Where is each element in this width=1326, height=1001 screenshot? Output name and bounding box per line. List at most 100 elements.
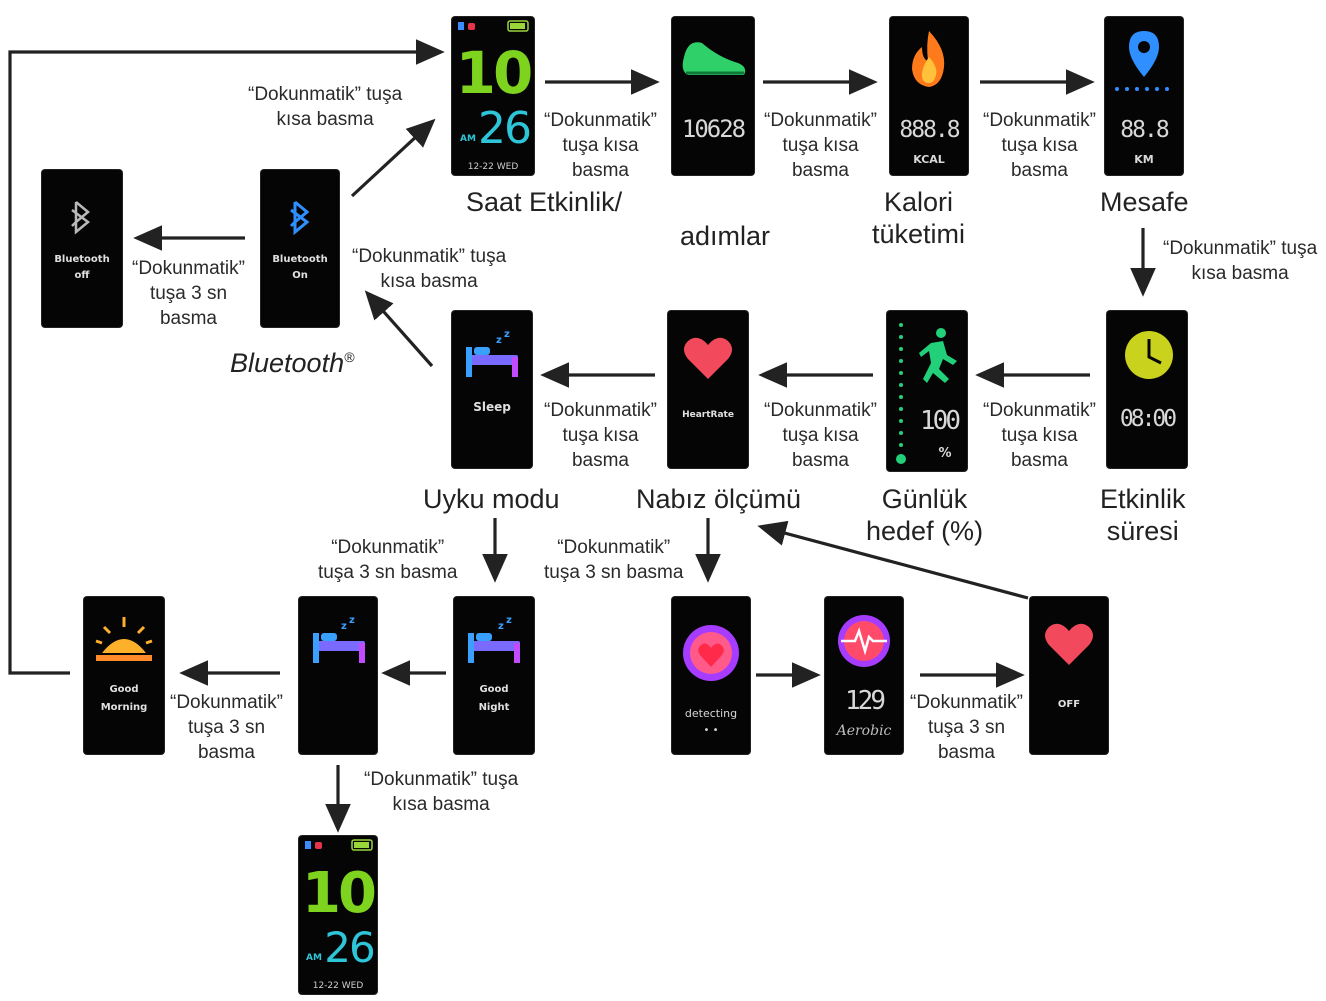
caption-line: kısa basma	[380, 271, 478, 292]
progress-dots	[896, 323, 906, 464]
goal-unit: %	[938, 446, 951, 461]
caption-heart-to-detecting: “Dokunmatik” tuşa 3 sn basma	[544, 535, 683, 585]
caption-line: “Dokunmatik”	[764, 110, 877, 131]
caption-activity-to-goal: “Dokunmatik” tuşa kısa basma	[983, 398, 1096, 473]
caption-sleep-to-goodnight: “Dokunmatik” tuşa 3 sn basma	[318, 535, 457, 585]
screen-good-night: z z Good Night	[454, 597, 534, 754]
screen-detecting: detecting • •	[672, 597, 750, 754]
caption-line: “Dokunmatik”	[544, 400, 657, 421]
screen-goal: 100 %	[887, 311, 967, 471]
caption-bt-to-clock: “Dokunmatik” tuşa kısa basma	[248, 82, 402, 132]
clock-minute: 26	[478, 103, 530, 154]
caption-line: tuşa 3 sn	[187, 717, 266, 738]
clock-ampm: AM	[306, 953, 322, 963]
screen-aerobic: 129 Aerobic	[825, 597, 903, 754]
bluetooth-status-icon	[305, 841, 311, 849]
svg-text:z: z	[498, 621, 504, 632]
caption-aerobic-to-off: “Dokunmatik” tuşa 3 sn basma	[910, 690, 1023, 765]
caption-distance-to-activity: “Dokunmatik” tuşa kısa basma	[1163, 236, 1317, 286]
label-bluetooth-text: Bluetooth	[230, 348, 345, 378]
heart-pulse-icon	[838, 615, 890, 667]
caption-line: “Dokunmatik”	[983, 400, 1096, 421]
bt-off-line2: off	[75, 270, 91, 281]
screen-bluetooth-off: Bluetooth off	[42, 170, 122, 327]
caption-line: “Dokunmatik”	[557, 537, 671, 558]
caption-line: tuşa kısa	[1001, 135, 1078, 156]
caption-line: “Dokunmatik”	[170, 692, 283, 713]
goal-value: 100	[920, 406, 959, 436]
steps-value: 10628	[682, 115, 745, 143]
detecting-text: detecting	[685, 707, 737, 720]
bed-icon: z z	[466, 329, 518, 377]
calorie-unit: KCAL	[913, 153, 945, 166]
label-sleep: Uyku modu	[423, 484, 560, 514]
caption-line: basma	[791, 450, 849, 471]
caption-goal-to-heart: “Dokunmatik” tuşa kısa basma	[764, 398, 877, 473]
caption-line: tuşa 3 sn basma	[318, 562, 458, 583]
heart-status-icon	[468, 23, 475, 30]
screen-activity: 08:00	[1107, 311, 1187, 468]
bluetooth-icon	[289, 200, 310, 236]
caption-line: “Dokunmatik”	[910, 692, 1023, 713]
caption-line: tuşa 3 sn basma	[544, 562, 684, 583]
caption-line: tuşa kısa	[562, 425, 639, 446]
bt-on-line2: On	[292, 270, 308, 281]
clock-face: 10 AM 26 12-22 WED	[302, 839, 377, 991]
caption-line: basma	[571, 160, 629, 181]
arrow-off-to-heart	[757, 520, 1029, 600]
screen-clock-return: 10 AM 26 12-22 WED	[299, 836, 377, 994]
screen-clock: 10 AM 26 12-22 WED	[452, 17, 534, 175]
aerobic-text: Aerobic	[835, 723, 892, 739]
caption-line: kısa basma	[276, 109, 374, 130]
label-heart: Nabız ölçümü	[636, 484, 802, 514]
arrow-bt-to-clock	[350, 118, 436, 198]
caption-line: kısa basma	[1191, 263, 1289, 284]
label-distance: Mesafe	[1100, 187, 1189, 217]
caption-line: basma	[1010, 450, 1068, 471]
bluetooth-status-icon	[458, 22, 464, 30]
screen-steps: 10628	[672, 17, 754, 175]
screen-distance: 88.8 KM	[1105, 17, 1183, 175]
svg-text:z: z	[504, 329, 510, 340]
heart-icon	[684, 337, 732, 379]
flame-icon	[912, 31, 945, 87]
caption-line: basma	[197, 742, 255, 763]
caption-line: tuşa 3 sn	[927, 717, 1006, 738]
clock-date: 12-22 WED	[313, 981, 364, 991]
heart-icon	[1045, 623, 1093, 665]
arrow-goodmorning-loop-to-clock	[8, 39, 445, 675]
good-morning-line2: Morning	[101, 702, 148, 713]
bt-off-line1: Bluetooth	[54, 254, 109, 265]
caption-line: kısa basma	[392, 794, 490, 815]
bluetooth-icon	[71, 201, 91, 235]
caption-line: “Dokunmatik” tuşa	[364, 769, 519, 790]
caption-line: “Dokunmatik”	[983, 110, 1096, 131]
caption-calorie-to-distance: “Dokunmatik” tuşa kısa basma	[983, 108, 1096, 183]
caption-line: basma	[937, 742, 995, 763]
clock-face: 10 AM 26 12-22 WED	[456, 20, 534, 172]
caption-line: basma	[571, 450, 629, 471]
caption-line: basma	[1010, 160, 1068, 181]
svg-text:z: z	[506, 615, 512, 626]
caption-heart-to-sleep: “Dokunmatik” tuşa kısa basma	[544, 398, 657, 473]
label-activity-line2: süresi	[1106, 516, 1179, 546]
clock-hour: 10	[456, 39, 531, 107]
label-goal: Günlük hedef (%)	[866, 483, 983, 547]
good-night-line1: Good	[479, 684, 508, 695]
caption-sleepscreen-to-clock: “Dokunmatik” tuşa kısa basma	[364, 767, 518, 817]
caption-line: basma	[159, 308, 217, 329]
caption-line: “Dokunmatik” tuşa	[352, 246, 507, 267]
caption-line: “Dokunmatik”	[132, 258, 245, 279]
screen-heartrate: HeartRate	[668, 311, 748, 468]
good-night-line2: Night	[479, 702, 510, 713]
screen-sleep: z z Sleep	[452, 311, 532, 468]
label-goal-line1: Günlük	[881, 484, 968, 514]
sunrise-icon	[95, 617, 153, 661]
battery-icon	[351, 839, 373, 851]
label-bluetooth: Bluetooth®	[230, 341, 354, 379]
caption-line: “Dokunmatik” tuşa	[248, 84, 403, 105]
clock-ampm: AM	[460, 134, 476, 144]
caption-steps-to-calorie: “Dokunmatik” tuşa kısa basma	[764, 108, 877, 183]
bed-icon: z z	[313, 615, 365, 663]
running-icon	[919, 328, 957, 383]
